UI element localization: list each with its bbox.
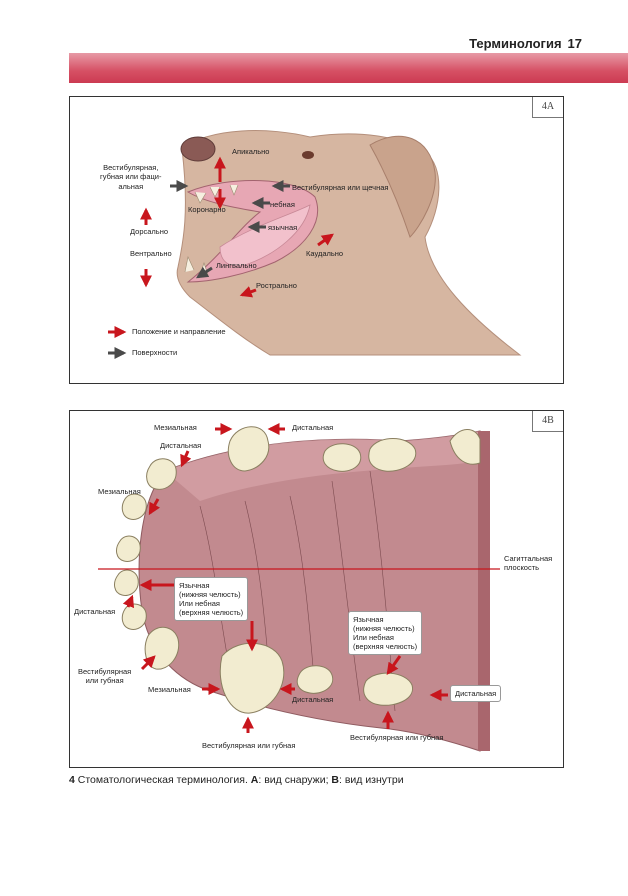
label-dorsal: Дорсально — [130, 227, 169, 236]
arrow-mesial-left — [148, 498, 160, 516]
caption-b-key: B — [331, 774, 339, 786]
label-distal-bottom: Дистальная — [292, 695, 334, 704]
caption-a-key: A — [250, 774, 259, 786]
tooth-premolar-top-2 — [368, 438, 417, 472]
label-rostral: Рострально — [256, 281, 297, 290]
arrow-lingual-b3 — [386, 655, 402, 675]
label-vestibular: Вестибулярная, губная или фаци- альная — [100, 163, 162, 191]
tooth-incisor-1 — [146, 458, 177, 490]
label-vestib-bottom1: Вестибулярная или губная — [202, 741, 296, 750]
nose-shape — [180, 136, 216, 162]
label-ventral: Вентрально — [130, 249, 172, 258]
label-palatal: небная — [270, 200, 295, 209]
tooth-canine-top — [227, 426, 270, 472]
caption-a-text: : вид снаружи; — [258, 774, 329, 786]
arrow-distal-2 — [180, 450, 192, 468]
tooth-incisor-5 — [121, 603, 147, 630]
header-band — [69, 53, 628, 83]
label-caudal: Каудально — [306, 249, 344, 258]
dental-arch-illustration — [98, 423, 500, 752]
caption-b-text: : вид изнутри — [339, 774, 404, 786]
ear-shape — [369, 135, 436, 238]
tongue-shape — [219, 204, 311, 267]
panel-tag-a: 4A — [532, 97, 563, 118]
dog-head-illustration — [108, 130, 522, 359]
label-mesial-bottom: Мезиальная — [148, 685, 191, 694]
label-lingual2: Лингвально — [216, 261, 257, 270]
caption-number: 4 — [69, 774, 75, 786]
arrow-distal-left — [122, 594, 135, 609]
note-lingual-1: Язычная (нижняя челюсть) Или небная (вер… — [174, 577, 249, 621]
label-distal-2: Дистальная — [160, 441, 202, 450]
arrow-lingual2 — [195, 266, 213, 279]
arrow-vestib-left — [140, 655, 156, 671]
legend-position-label: Положение и направление — [132, 327, 226, 336]
tooth-incisor-3 — [116, 535, 141, 562]
label-coronal: Коронарно — [188, 205, 226, 214]
label-vestib-bottom2: Вестибулярная или губная — [350, 733, 444, 742]
tooth-premolar-bottom-1 — [296, 665, 334, 694]
label-lingual: язычная — [268, 223, 298, 232]
page-number: 17 — [567, 36, 582, 51]
header-title: Терминология — [469, 36, 562, 51]
eye-shape — [302, 151, 314, 159]
figure-panel-a: 4A — [69, 96, 564, 384]
label-vestib-left: Вестибулярная или губная — [78, 667, 132, 686]
tooth-premolar-bottom-2 — [363, 672, 413, 706]
caption-text: Стоматологическая терминология. — [77, 774, 248, 786]
arrow-rostral — [239, 286, 257, 298]
label-distal-left: Дистальная — [74, 607, 116, 616]
tooth-premolar-top-1 — [322, 443, 362, 472]
label-apical: Апикально — [232, 147, 270, 156]
figure-caption: 4 Стоматологическая терминология. A: вид… — [69, 774, 404, 786]
note-lingual-2: Язычная (нижняя челюсть) Или небная (вер… — [348, 611, 423, 655]
label-mesial-top: Мезиальная — [154, 423, 197, 432]
tooth-incisor-4 — [114, 569, 139, 596]
note-distal: Дистальная — [450, 685, 502, 702]
panel-tag-b: 4B — [532, 411, 563, 432]
label-vestibular-cheek: Вестибулярная или щечная — [292, 183, 389, 192]
tooth-incisor-2 — [121, 493, 147, 520]
page-header: Терминология 17 — [463, 36, 582, 51]
tissue-edge — [478, 431, 490, 751]
tooth-molar-top — [449, 429, 481, 465]
label-mesial-left: Мезиальная — [98, 487, 141, 496]
label-sagittal: Сагиттальная плоскость — [504, 554, 553, 573]
figure-panel-b: 4B — [69, 410, 564, 768]
legend-surfaces-label: Поверхности — [132, 348, 178, 357]
arrow-caudal — [317, 233, 334, 247]
label-distal-top: Дистальная — [292, 423, 334, 432]
